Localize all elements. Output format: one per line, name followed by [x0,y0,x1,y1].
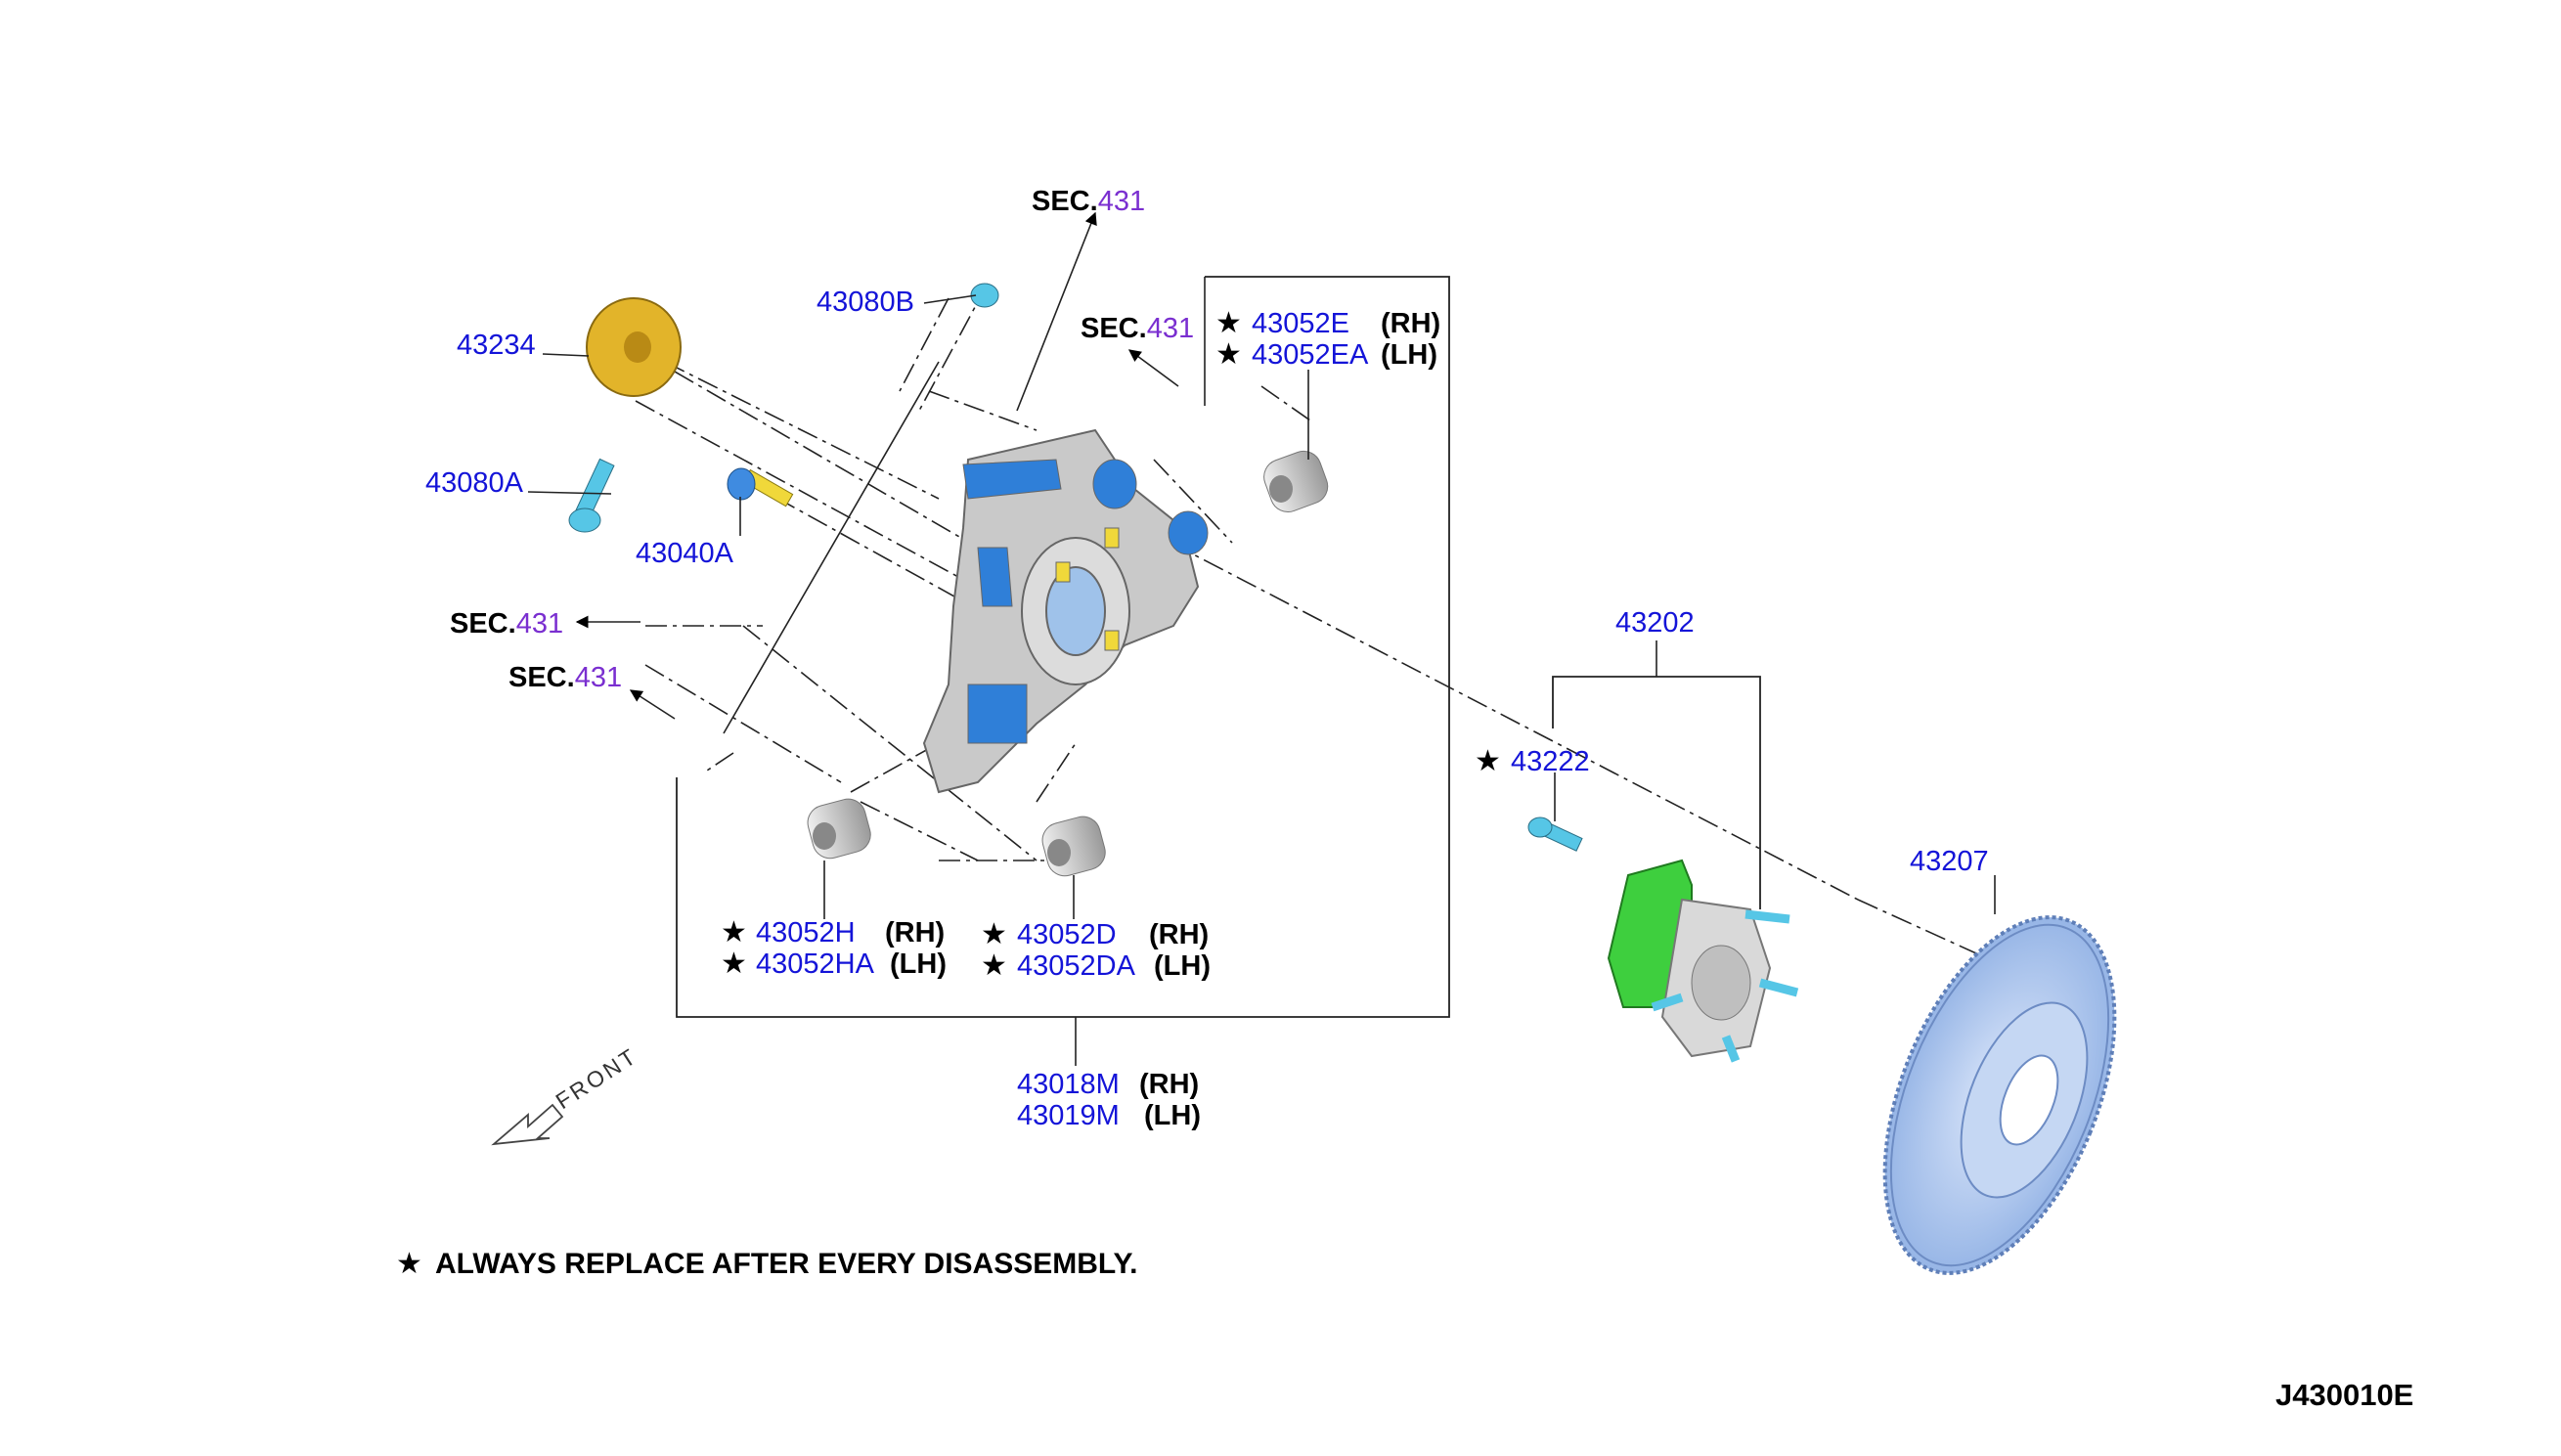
label-43052D: 43052D [1017,919,1117,950]
label-43207: 43207 [1910,846,1989,877]
label-43080B: 43080B [817,287,914,318]
label-43040A: 43040A [636,538,734,569]
arrow-icon [629,689,676,720]
side-lh: (LH) [890,949,947,980]
side-rh: (RH) [1139,1069,1199,1100]
label-43018M: 43018M [1017,1069,1120,1100]
diagram-code: J430010E [2275,1378,2413,1412]
front-label: FRONT [552,1042,642,1114]
label-43052H: 43052H [756,917,856,949]
label-43234: 43234 [457,330,536,361]
front-arrow-icon: FRONT [491,1042,642,1146]
label-43202: 43202 [1615,607,1695,639]
side-rh: (RH) [885,917,945,949]
star-icon: ★ [1475,745,1501,777]
bushing-43052d [1041,816,1106,877]
arrow-icon [1016,211,1097,412]
side-rh: (RH) [1381,308,1440,339]
label-43052EA: 43052EA [1252,339,1369,371]
star-icon: ★ [1215,338,1242,371]
hub-assembly [1607,859,1799,1063]
sec-label-top: SEC.431 [1032,186,1145,217]
sec-label-left: SEC.431 [450,608,563,640]
star-icon: ★ [1215,307,1242,339]
sec-label-right: SEC.431 [1081,313,1194,344]
steering-knuckle [922,428,1209,794]
washer [586,297,682,397]
side-lh: (LH) [1381,339,1437,371]
side-lh: (LH) [1154,950,1211,982]
bolt [568,458,615,533]
label-43019M: 43019M [1017,1100,1120,1131]
leader-lines [635,283,2074,998]
sec-label-lower-left: SEC.431 [508,662,622,693]
brake-rotor [1882,915,2117,1275]
star-icon: ★ [721,948,747,980]
label-43080A: 43080A [425,467,524,499]
star-icon: ★ [981,918,1007,950]
leader-line [723,361,940,734]
star-icon: ★ [981,949,1007,982]
side-lh: (LH) [1144,1100,1201,1131]
star-icon: ★ [721,916,747,949]
replace-note: ALWAYS REPLACE AFTER EVERY DISASSEMBLY. [435,1248,1138,1280]
arrow-icon [1127,349,1179,387]
label-43222: 43222 [1511,746,1590,777]
hub-bolt [1527,816,1583,852]
label-leaders [527,294,1996,919]
assembly-bracket [676,276,1450,1018]
label-43052E: 43052E [1252,308,1349,339]
label-43052DA: 43052DA [1017,950,1136,982]
star-icon: ★ [396,1248,422,1280]
label-43052HA: 43052HA [756,949,875,980]
side-rh: (RH) [1149,919,1209,950]
bushing-43052h [807,798,871,860]
bolt-yellow [727,467,794,507]
bushing-43052e [1263,450,1329,513]
